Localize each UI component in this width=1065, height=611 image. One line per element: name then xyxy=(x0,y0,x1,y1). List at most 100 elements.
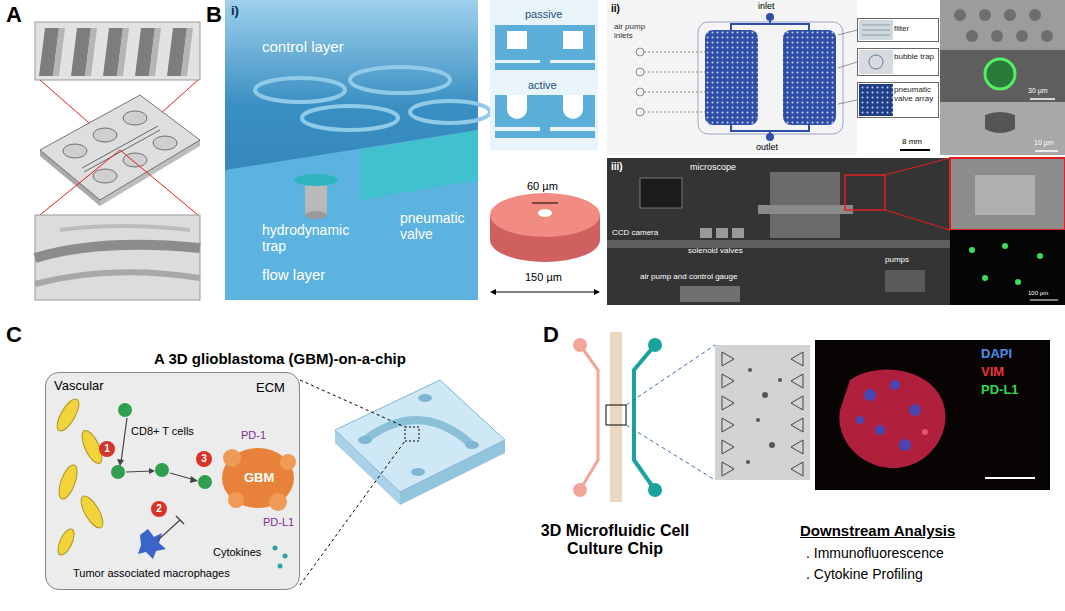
node-text: PD-L1 xyxy=(263,516,294,529)
node-text: Cytokines xyxy=(213,546,261,559)
tumor-microenvironment xyxy=(228,492,244,508)
setup-photo xyxy=(716,228,728,238)
brightfield-image xyxy=(778,378,782,382)
valve-render xyxy=(410,101,490,123)
layer-label: control layer xyxy=(262,38,344,55)
tumor-microenvironment xyxy=(77,493,107,531)
micrograph-column xyxy=(1041,30,1053,42)
micrograph-column xyxy=(1004,9,1016,21)
valve-states xyxy=(507,95,527,119)
node-text: VIM xyxy=(981,365,1004,380)
chip-photo xyxy=(766,133,774,141)
micrograph-column xyxy=(940,50,1065,102)
chip-illustration xyxy=(153,136,177,150)
brightfield-image xyxy=(756,418,760,422)
chip-illustration xyxy=(82,126,158,168)
node-text: Tumor associated macrophages xyxy=(73,567,230,580)
tumor-microenvironment xyxy=(121,418,127,462)
brightfield-image xyxy=(722,352,734,366)
panel-title: A 3D glioblastoma (GBM)-on-a-chip xyxy=(60,350,500,367)
equipment-label: pumps xyxy=(885,255,909,264)
chip-illustration xyxy=(93,128,117,142)
dimension-label: 60 µm xyxy=(527,180,558,193)
equipment-label: CCD camera xyxy=(612,228,658,237)
chip-photo xyxy=(859,84,893,116)
chip-illustration xyxy=(85,28,97,76)
fluorescence-image xyxy=(985,477,1035,479)
chip-photo xyxy=(607,0,857,155)
chip-illustration xyxy=(40,95,200,200)
chip-photo xyxy=(857,82,937,118)
chip-illustration xyxy=(63,144,87,158)
gbm-chip xyxy=(335,380,505,492)
micrograph-column xyxy=(985,112,1015,133)
chip-photo xyxy=(636,68,644,76)
chip-illustration xyxy=(35,272,200,284)
chip-photo xyxy=(731,125,809,131)
valve-states xyxy=(563,31,583,49)
brightfield-image xyxy=(791,352,803,366)
chip-photo xyxy=(838,30,857,35)
culture-chip xyxy=(610,332,622,502)
callout-number: 3 xyxy=(196,451,212,467)
fluorescence-image xyxy=(922,429,928,435)
tumor-microenvironment xyxy=(278,564,283,569)
valve-render xyxy=(305,211,327,219)
layer-label: flow layer xyxy=(262,266,325,283)
tumor-microenvironment xyxy=(280,454,296,470)
culture-chip xyxy=(606,405,626,425)
panel-letter: D xyxy=(543,322,559,347)
culture-chip xyxy=(580,345,598,490)
setup-photo xyxy=(845,175,885,210)
chip-photo xyxy=(862,25,890,26)
fluorescence-image xyxy=(909,404,921,416)
chip-photo xyxy=(698,22,843,134)
valve-render xyxy=(302,106,398,130)
trap-disc xyxy=(490,289,496,295)
chip-photo xyxy=(705,30,758,125)
chip-photo xyxy=(783,30,836,125)
setup-photo xyxy=(885,158,950,175)
chip-illustration xyxy=(120,150,198,215)
chip-illustration xyxy=(181,28,193,76)
valve-states xyxy=(490,0,598,150)
chip-photo xyxy=(769,131,771,133)
culture-chip xyxy=(626,345,715,405)
tumor-microenvironment xyxy=(45,372,300,590)
culture-chip xyxy=(573,332,715,502)
fluorescence-image xyxy=(815,340,1050,490)
brightfield-image xyxy=(715,345,810,480)
chip-photo xyxy=(644,92,705,93)
setup-photo xyxy=(969,247,975,253)
inset-box: pneumatic valve array xyxy=(857,82,939,118)
brightfield-image xyxy=(722,396,734,410)
tumor-microenvironment xyxy=(117,459,124,466)
valve-render xyxy=(225,0,478,300)
fluorescence-image xyxy=(875,425,885,435)
culture-chip xyxy=(634,345,655,490)
gbm-chip xyxy=(300,441,405,585)
valve-render xyxy=(360,130,478,200)
setup-photo xyxy=(950,230,1065,305)
inset-box: filter xyxy=(857,18,939,42)
fluorescence-image xyxy=(899,439,911,451)
tumor-microenvironment xyxy=(45,372,300,590)
setup-photo xyxy=(950,158,1065,230)
port-label: air pump inlets xyxy=(614,22,659,40)
node-text: bubble trap xyxy=(894,52,936,61)
chip-photo xyxy=(636,108,644,116)
valve-states xyxy=(540,58,550,63)
panel-letter: A xyxy=(6,2,22,27)
chip-photo xyxy=(769,21,771,24)
analysis-item: . Cytokine Profiling xyxy=(806,566,923,582)
valve-states xyxy=(563,95,583,119)
fluorescence-image xyxy=(890,380,900,390)
port-label: inlet xyxy=(758,1,775,11)
subpanel-label: i) xyxy=(231,4,239,19)
valve-render xyxy=(255,78,345,102)
setup-photo xyxy=(982,275,988,281)
gbm-chip xyxy=(411,468,425,476)
micrograph-column xyxy=(985,59,1015,89)
state-label: active xyxy=(528,79,557,92)
node-text: filter xyxy=(894,24,936,33)
